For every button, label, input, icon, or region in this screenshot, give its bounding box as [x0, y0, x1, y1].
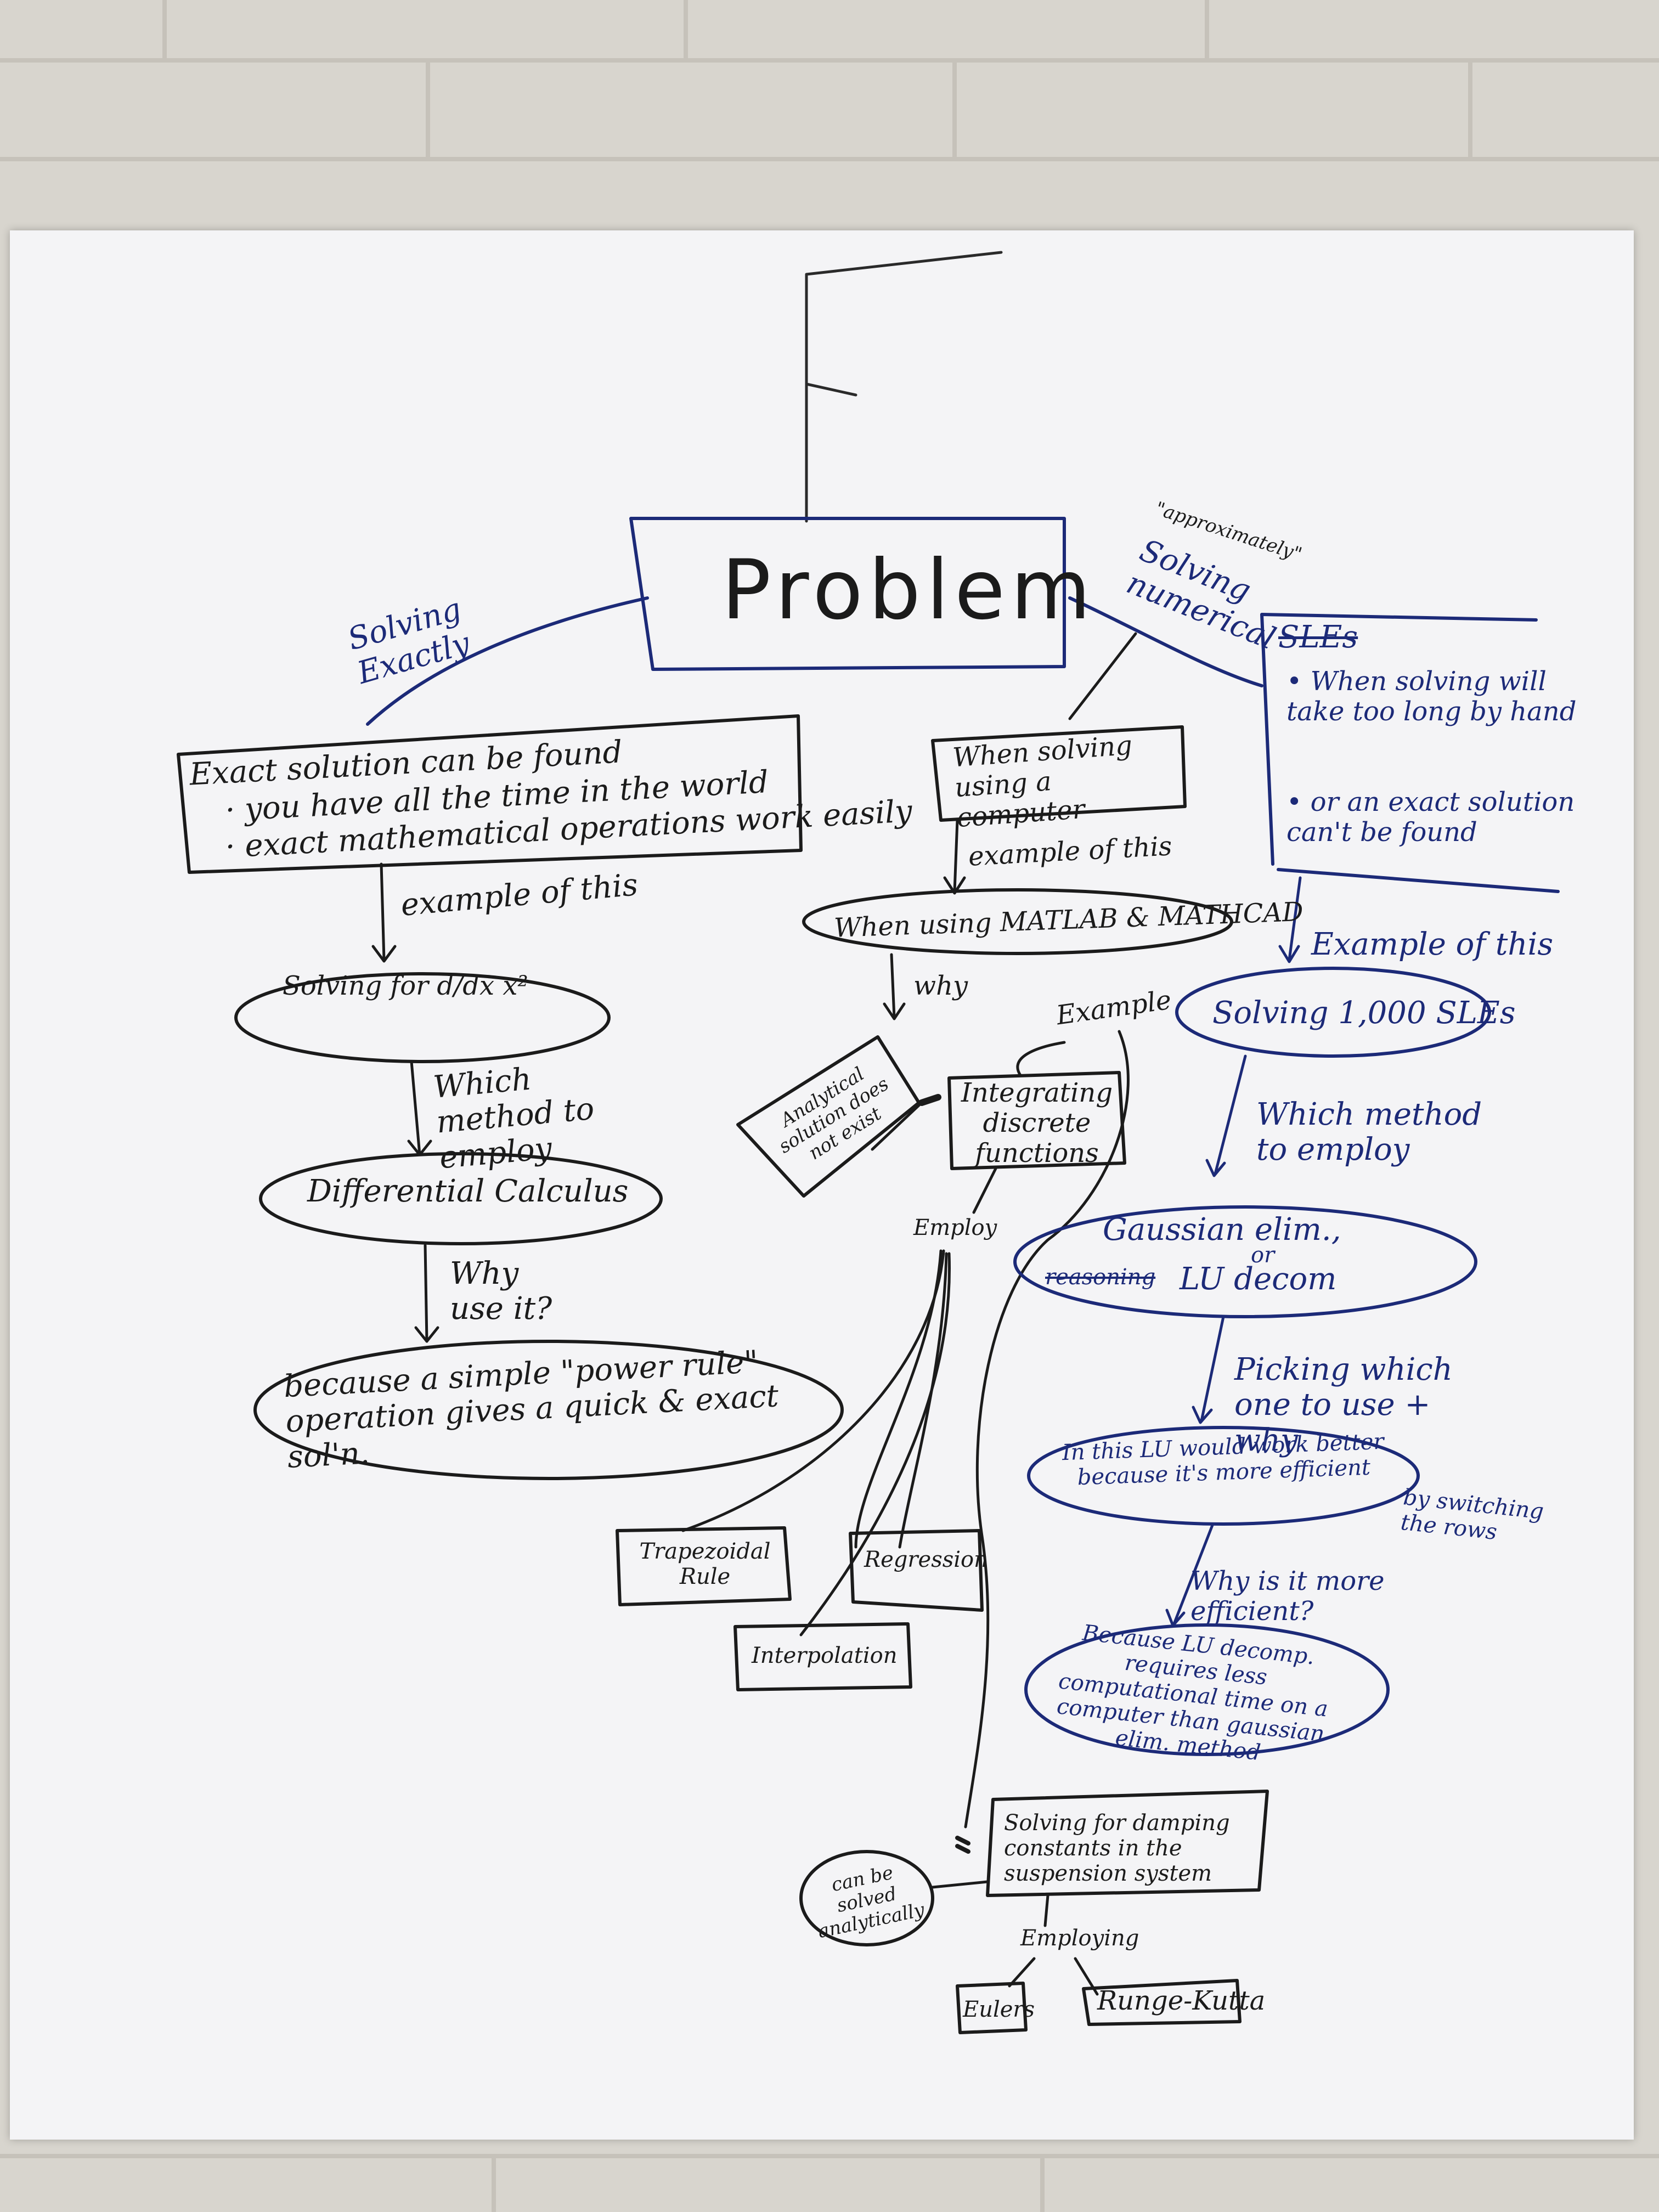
- diagram-title: Problem: [721, 543, 1097, 638]
- trapezoidal-box: [616, 1526, 792, 1606]
- employ-edge: Employ: [913, 1215, 997, 1240]
- sles-item-2: • or an exact solution can't be found: [1286, 787, 1575, 848]
- sles-example-node: Solving 1,000 SLEs: [1212, 995, 1516, 1031]
- poster-paper: [10, 230, 1634, 2140]
- eulers-box: [956, 1982, 1028, 2034]
- employing-edge: Employing: [1020, 1926, 1139, 1951]
- pick-edge: Picking which one to use + why: [1234, 1352, 1453, 1458]
- interpolation-box: [733, 1622, 912, 1691]
- damping-node: Solving for damping constants in the sus…: [1004, 1810, 1230, 1886]
- gauss-line2: LU decom: [1180, 1261, 1337, 1297]
- exact-method-node: Differential Calculus: [307, 1173, 629, 1209]
- regression-box: [849, 1529, 984, 1612]
- sles-method-edge: Which method to employ: [1256, 1097, 1482, 1168]
- integrating-box: [947, 1071, 1126, 1170]
- regression-node: Regression: [864, 1547, 988, 1572]
- exact-method-edge: Which method to employ: [432, 1061, 596, 1176]
- sles-example-edge: Example of this: [1311, 927, 1554, 962]
- eulers-node: Eulers: [963, 1997, 1035, 2022]
- trapezoidal-node: Trapezoidal Rule: [639, 1539, 771, 1589]
- gauss-or: or: [1251, 1243, 1275, 1268]
- sles-heading: SLEs: [1278, 619, 1358, 655]
- exact-why-edge: Why use it?: [450, 1256, 552, 1327]
- runge-node: Runge-Kutta: [1097, 1985, 1266, 2016]
- problem-box: [629, 517, 1066, 671]
- integrating-node: Integrating discrete functions: [961, 1077, 1113, 1169]
- damping-box: [986, 1790, 1269, 1897]
- interpolation-node: Interpolation: [752, 1643, 898, 1668]
- exact-example-node: Solving for d/dx x²: [283, 970, 528, 1001]
- exact-box: [177, 714, 803, 874]
- why-edge: why: [913, 970, 968, 1001]
- sles-item-1: • When solving will take too long by han…: [1286, 666, 1577, 727]
- gauss-struck: reasoning: [1045, 1265, 1156, 1290]
- runge-box: [1082, 1979, 1242, 2026]
- computer-node: When solving using a computer: [951, 730, 1133, 834]
- sles-box: [1260, 613, 1560, 893]
- computer-box: [931, 725, 1187, 822]
- e-sketch: [805, 251, 1003, 523]
- efficient-edge: Why is it more efficient?: [1190, 1566, 1385, 1627]
- gauss-line1: Gaussian elim.,: [1103, 1212, 1341, 1248]
